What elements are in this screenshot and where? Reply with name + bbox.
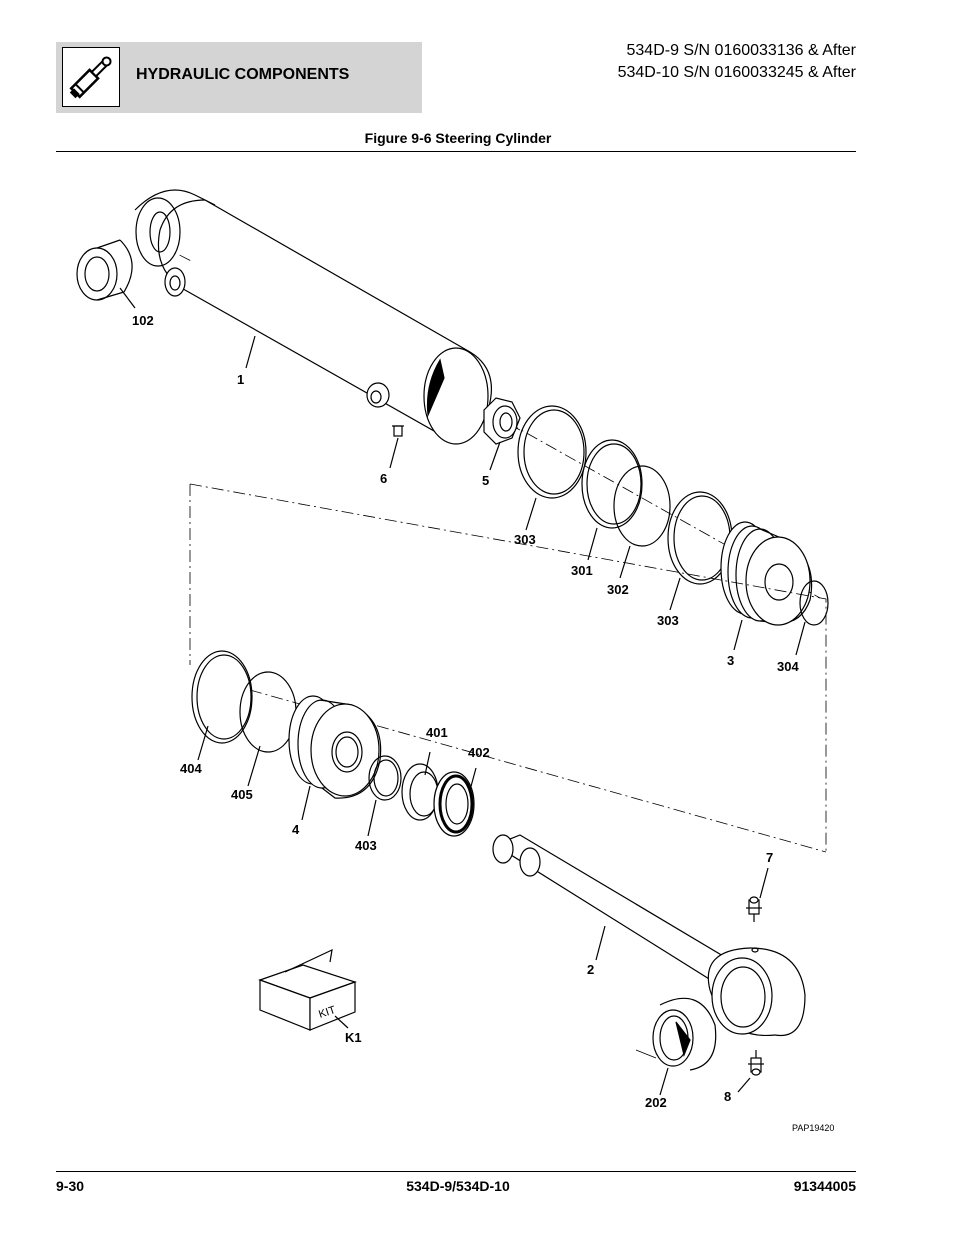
model-name: 534D-9/534D-10 (406, 1178, 510, 1194)
kit-box-icon (258, 948, 357, 1031)
ring-405 (239, 671, 297, 753)
part-number: 91344005 (793, 1178, 856, 1194)
cylinder-head-4 (288, 695, 382, 799)
grease-fitting-8 (748, 1050, 764, 1076)
page-number: 9-30 (56, 1178, 85, 1194)
callout-403: 403 (355, 838, 377, 853)
rod-seal-401 (401, 763, 439, 821)
cylinder-barrel-1 (134, 189, 492, 445)
piston-3 (720, 521, 813, 626)
callout-8: 8 (724, 1089, 731, 1104)
callout-7: 7 (766, 850, 773, 865)
piston-rod-2 (492, 834, 806, 1037)
callout-4: 4 (292, 822, 300, 837)
serial-number-line-1: 534D-9 S/N 0160033136 & After (626, 42, 857, 59)
fitting-6 (392, 425, 404, 437)
drawing-reference-code: PAP19420 (792, 1123, 834, 1133)
wiper-403 (368, 755, 402, 801)
rod-wiper-402 (433, 771, 475, 837)
figure-title: Figure 9-6 Steering Cylinder (364, 130, 552, 146)
backup-ring-302 (613, 465, 671, 547)
callout-6: 6 (380, 471, 387, 486)
grease-fitting-7 (746, 896, 762, 922)
serial-number-line-2: 534D-10 S/N 0160033245 & After (617, 64, 856, 81)
callout-3: 3 (727, 653, 734, 668)
callout-301: 301 (571, 563, 593, 578)
footer-rule (56, 1171, 856, 1172)
callout-5: 5 (482, 473, 489, 488)
seal-404 (191, 650, 253, 744)
callout-202: 202 (645, 1095, 667, 1110)
callout-102: 102 (132, 313, 154, 328)
hydraulic-cylinder-icon (62, 47, 120, 107)
callout-1: 1 (237, 372, 244, 387)
callout-K1: K1 (345, 1030, 362, 1045)
bushing-102 (76, 239, 133, 301)
lock-nut-5 (483, 397, 521, 445)
bushing-202 (635, 997, 717, 1071)
wear-ring-303a (517, 405, 587, 499)
kit-label: KIT (317, 1004, 337, 1021)
callout-303-upper: 303 (514, 532, 536, 547)
callout-405: 405 (231, 787, 253, 802)
seal-301 (581, 439, 643, 529)
o-ring-304 (799, 580, 829, 626)
header-rule (56, 151, 856, 152)
callout-303-lower: 303 (657, 613, 679, 628)
callout-302: 302 (607, 582, 629, 597)
callout-402: 402 (468, 745, 490, 760)
callout-304: 304 (777, 659, 799, 674)
callout-401: 401 (426, 725, 448, 740)
callout-404: 404 (180, 761, 202, 776)
section-title: HYDRAULIC COMPONENTS (136, 66, 350, 83)
callout-2: 2 (587, 962, 594, 977)
